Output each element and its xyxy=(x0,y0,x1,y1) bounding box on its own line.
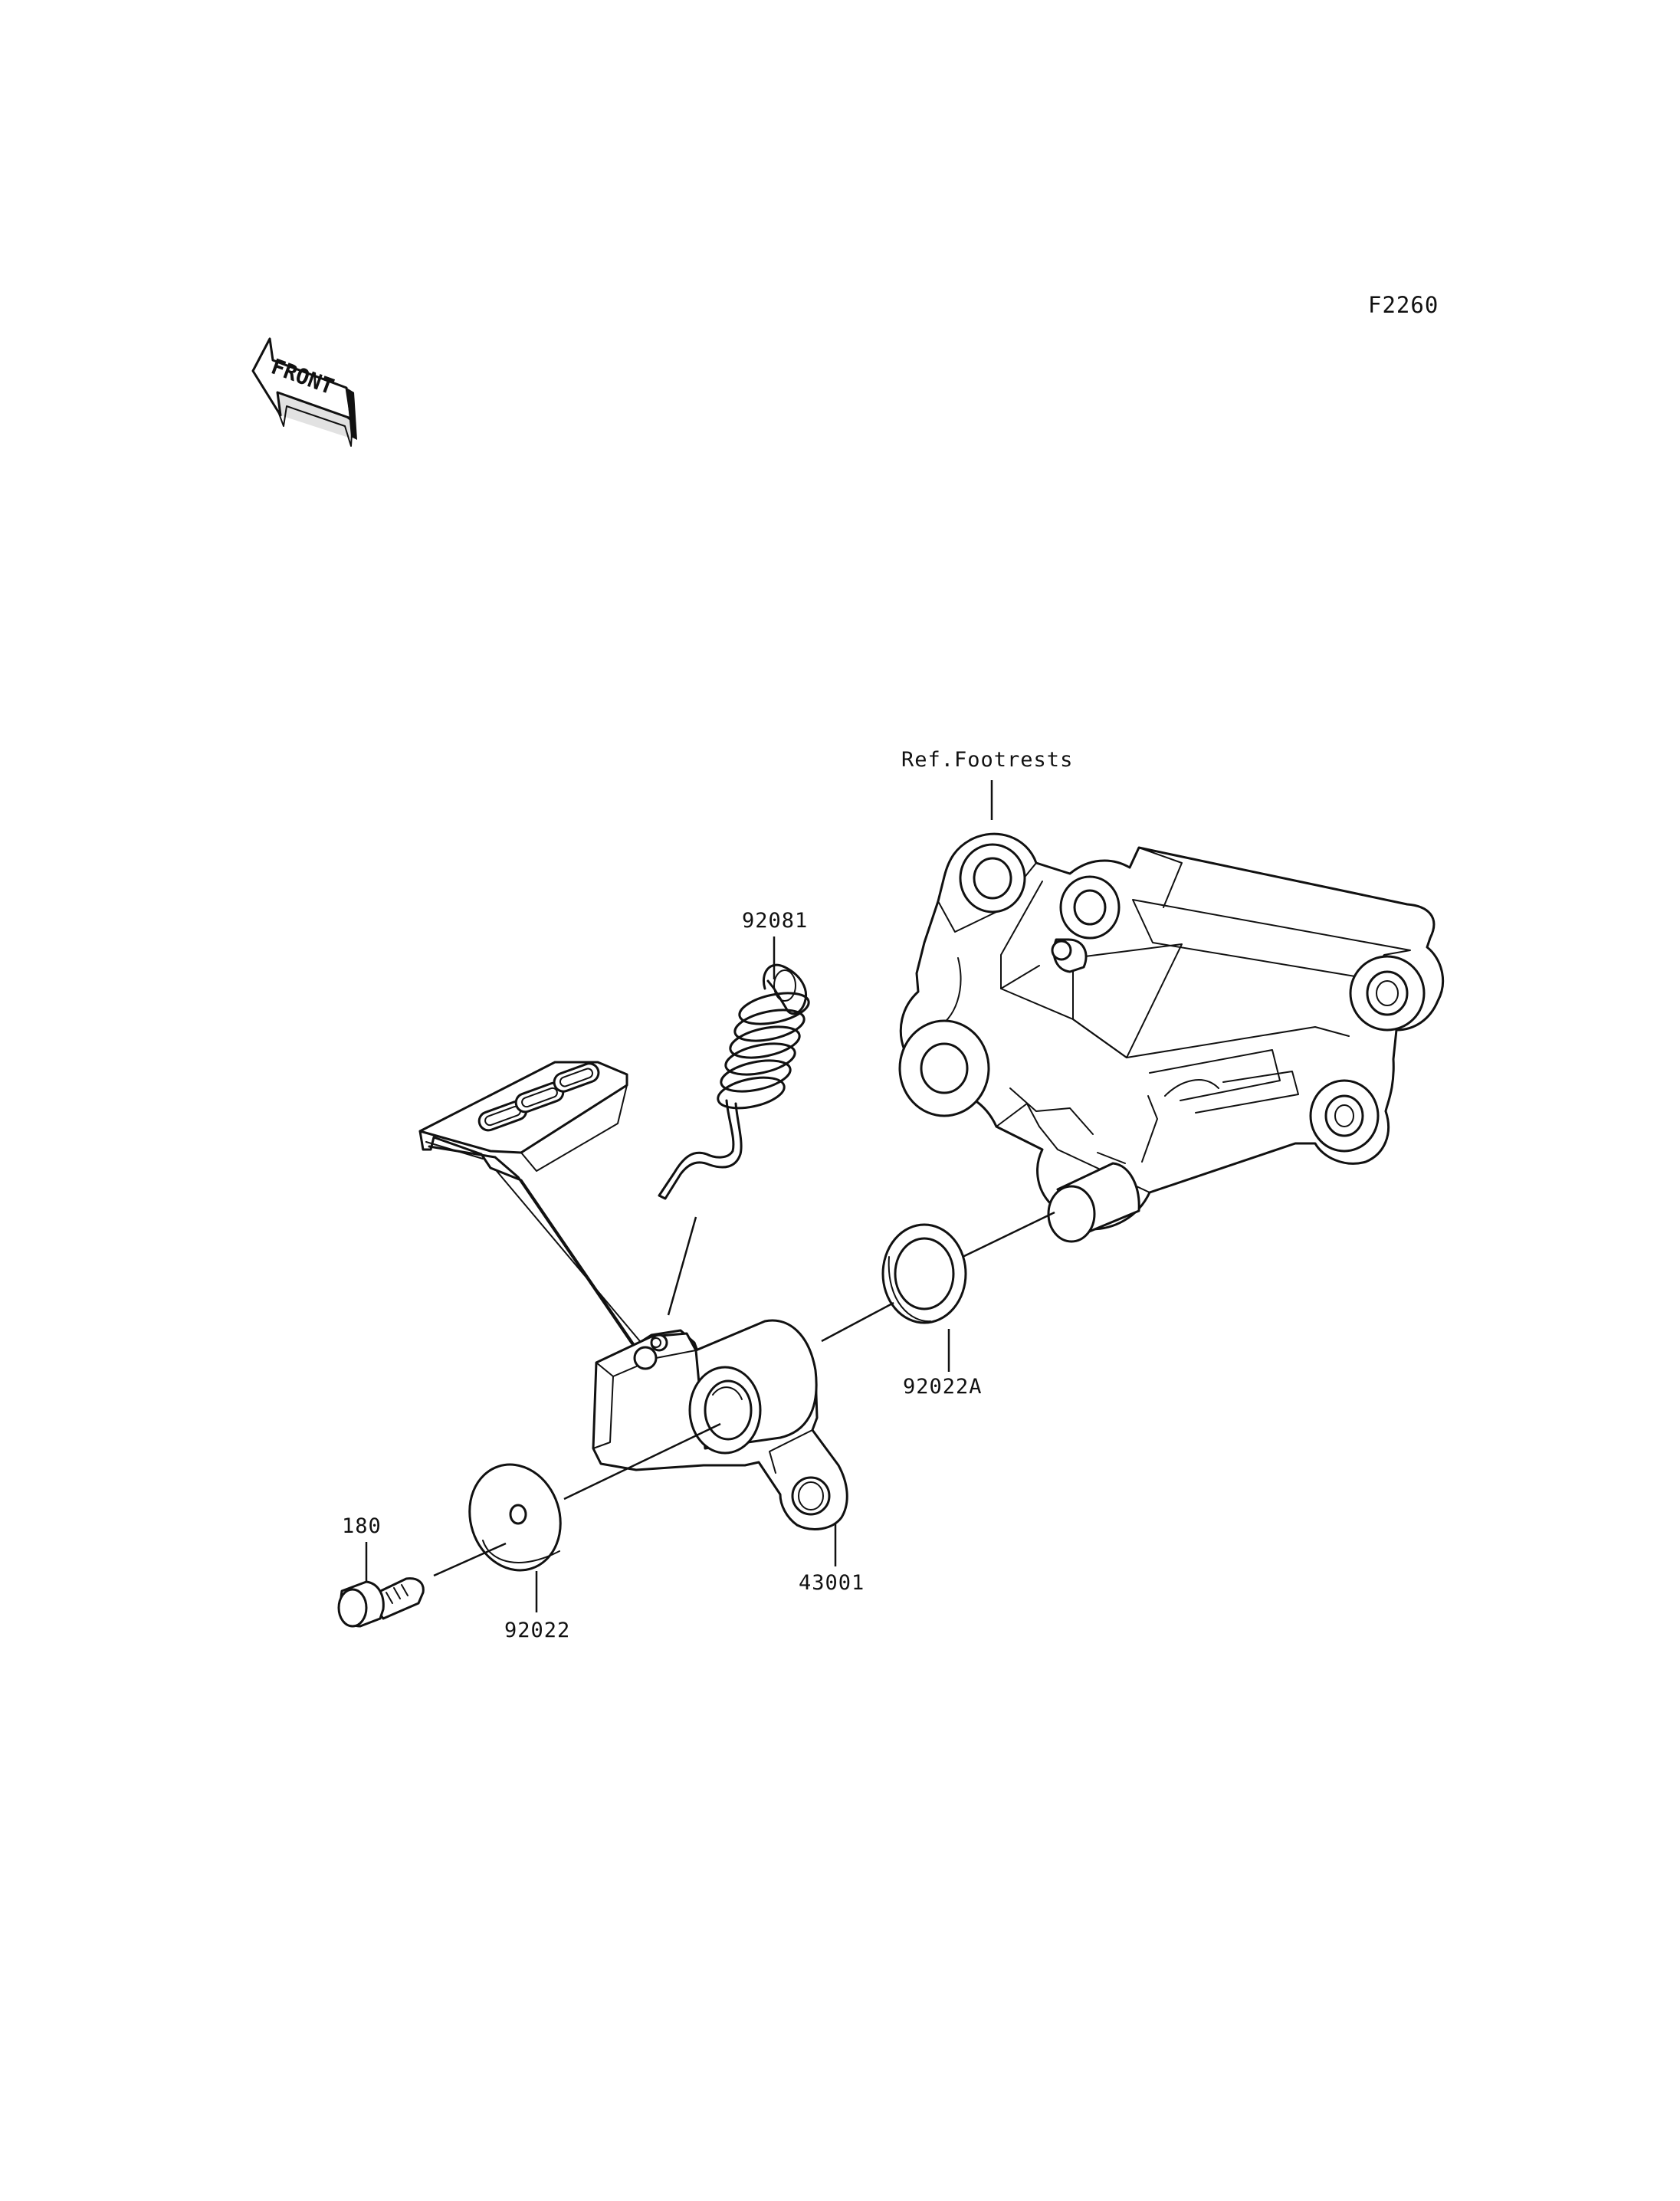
bolt xyxy=(337,1577,425,1628)
front-arrow-icon: FRONT xyxy=(251,337,357,447)
washer xyxy=(881,1223,967,1324)
spring xyxy=(658,963,810,1200)
washer xyxy=(468,1463,562,1572)
brake-pedal xyxy=(418,1061,848,1530)
footrest-bracket xyxy=(898,832,1445,1243)
reference-label: Ref.Footrests xyxy=(901,748,1073,772)
figure-code: F2260 xyxy=(1368,292,1439,318)
part-label-92022: 92022 xyxy=(504,1619,570,1642)
part-label-180: 180 xyxy=(342,1514,382,1538)
part-label-92081: 92081 xyxy=(742,909,808,933)
part-label-92022A: 92022A xyxy=(903,1375,983,1399)
assembly-lines xyxy=(433,1211,1055,1577)
part-label-43001: 43001 xyxy=(799,1571,865,1595)
